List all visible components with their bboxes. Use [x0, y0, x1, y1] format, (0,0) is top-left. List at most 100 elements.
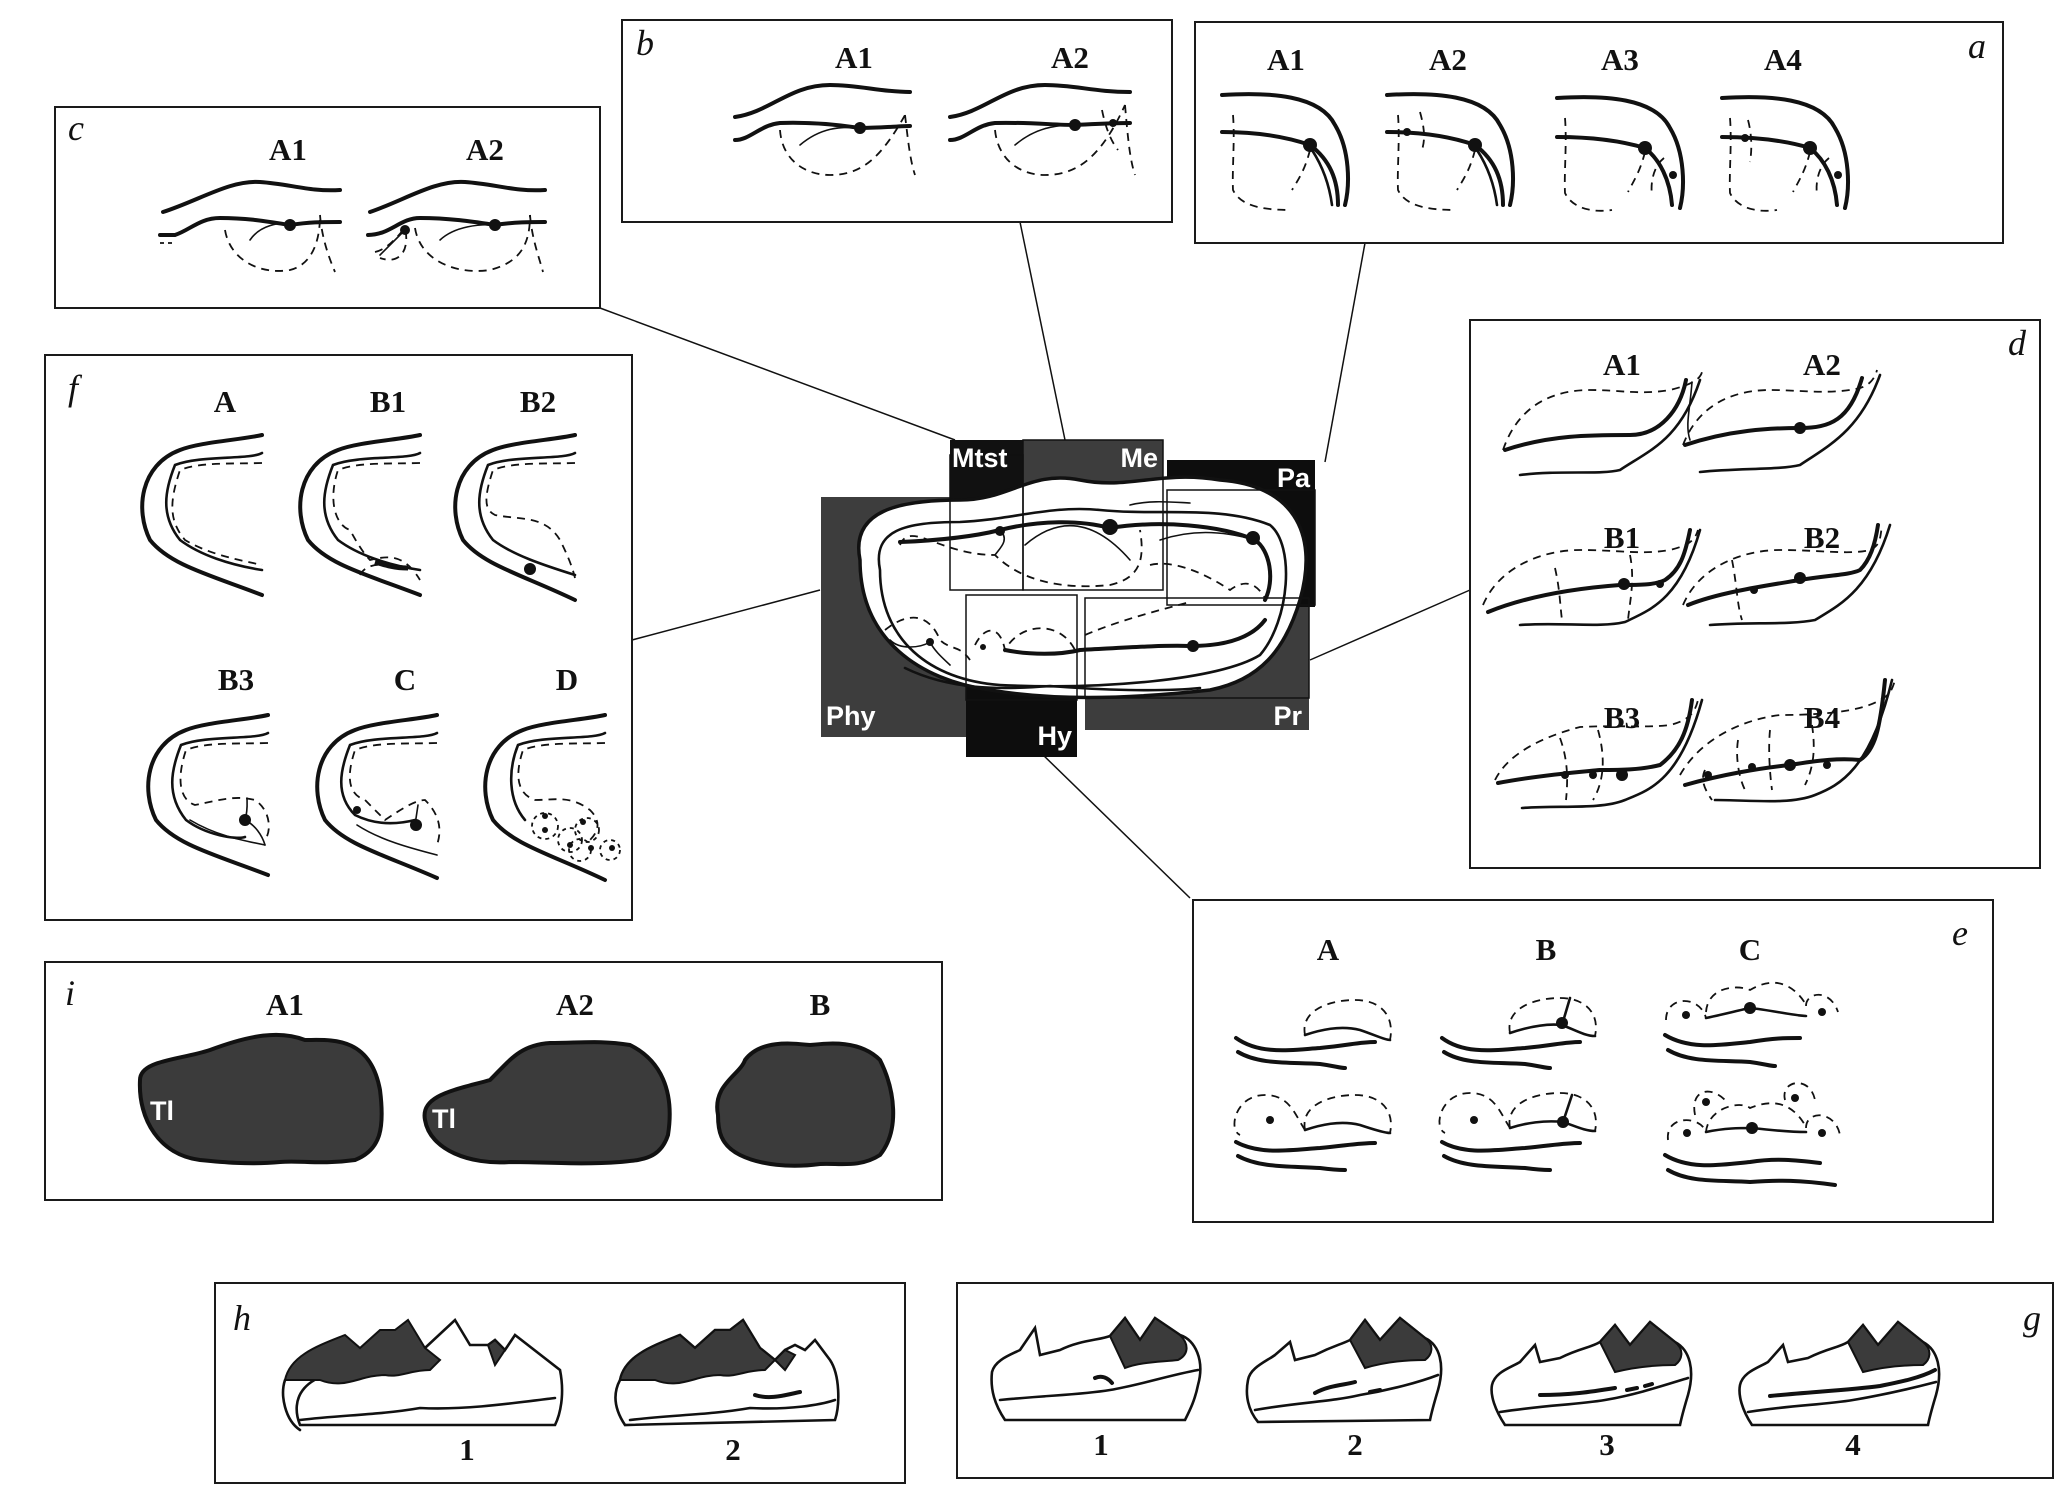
tooth-inner-outline	[877, 507, 1288, 688]
panel-h: h 1 2	[214, 1282, 906, 1484]
drawing-a-a4	[1720, 95, 1850, 212]
drawing-a-a3	[1555, 95, 1685, 212]
cusp-point	[926, 638, 934, 646]
stage-label: A1	[269, 132, 307, 167]
drawing-e-b	[1438, 996, 1597, 1172]
stage-label: 3	[1599, 1427, 1615, 1462]
drawing-d-b4	[1679, 678, 1896, 803]
stage-label: B4	[1804, 700, 1840, 735]
panel-g: g 1 2 3 4	[956, 1282, 2054, 1479]
stage-label: C	[394, 662, 416, 697]
stage-label: A2	[1803, 347, 1841, 382]
leader-a	[1324, 242, 1366, 463]
panel-letter-a: a	[1968, 26, 1986, 66]
drawing-d-a2	[1682, 369, 1882, 474]
cusp-point	[995, 526, 1005, 536]
drawing-b-a1	[733, 82, 916, 176]
cusp-shape-a2	[422, 1040, 672, 1166]
panel-letter-d: d	[2008, 323, 2027, 363]
stage-label: A2	[556, 987, 594, 1022]
drawing-f-d	[483, 713, 621, 882]
leader-f	[631, 589, 821, 641]
drawing-f-b2	[453, 433, 577, 602]
drawing-f-b1	[298, 433, 422, 597]
cusp-shape-a1	[137, 1032, 384, 1166]
leader-d	[1309, 589, 1471, 661]
stage-label: C	[1739, 932, 1761, 967]
central-tooth: Mtst Me Pa Phy Hy Pr	[821, 439, 1316, 757]
cusp-point	[1187, 640, 1199, 652]
stage-label: A2	[1051, 40, 1089, 75]
leader-lines	[599, 221, 1471, 899]
tooth-h-2	[614, 1318, 840, 1427]
panel-c: c A1 A2	[54, 106, 601, 309]
stage-label: A2	[466, 132, 504, 167]
stage-label: 1	[1093, 1427, 1109, 1462]
leader-c	[599, 307, 956, 441]
stage-label: B3	[1604, 700, 1640, 735]
stage-label: B1	[370, 384, 406, 419]
region-label-me: Me	[1120, 443, 1158, 473]
stage-label: A3	[1601, 42, 1639, 77]
stage-label: 2	[725, 1432, 741, 1467]
stage-label: 1	[459, 1432, 475, 1467]
tl-label-a2: Tl	[432, 1104, 456, 1134]
stage-label: B2	[520, 384, 556, 419]
stage-label: A1	[1603, 347, 1641, 382]
tooth-g-2	[1245, 1316, 1443, 1424]
drawing-c-a2	[366, 179, 547, 273]
drawing-f-b3	[146, 713, 270, 877]
tooth-h-1	[281, 1317, 564, 1432]
drawing-d-b3	[1494, 698, 1704, 810]
panel-letter-h: h	[233, 1298, 251, 1338]
panel-letter-e: e	[1952, 913, 1968, 953]
region-label-pa: Pa	[1277, 463, 1311, 493]
region-label-phy: Phy	[826, 701, 876, 731]
region-label-mtst: Mtst	[952, 443, 1008, 473]
drawing-d-b1	[1482, 528, 1702, 627]
panel-letter-c: c	[68, 108, 84, 148]
drawing-a-a1	[1220, 92, 1350, 211]
panel-a: a A1 A2 A3 A4	[1194, 21, 2004, 244]
tl-label-a1: Tl	[150, 1096, 174, 1126]
cusp-point	[1246, 531, 1260, 545]
drawing-f-c	[315, 713, 441, 880]
stage-label: 2	[1347, 1427, 1363, 1462]
panel-f: f A B1 B2 B3 C D	[44, 354, 633, 921]
stage-label: B1	[1604, 520, 1640, 555]
drawing-a-a2	[1385, 92, 1515, 211]
stage-label: B3	[218, 662, 254, 697]
stage-label: A1	[266, 987, 304, 1022]
cusp-point	[1102, 519, 1118, 535]
tooth-g-4	[1738, 1320, 1941, 1427]
stage-label: A	[214, 384, 237, 419]
leader-b	[1019, 221, 1066, 441]
stage-label: 4	[1845, 1427, 1861, 1462]
drawing-f-a	[140, 433, 264, 597]
panel-letter-b: b	[636, 23, 654, 63]
panel-letter-i: i	[65, 973, 75, 1013]
region-label-pr: Pr	[1273, 701, 1302, 731]
region-label-hy: Hy	[1037, 721, 1072, 751]
stage-label: B	[810, 987, 831, 1022]
drawing-d-b2	[1682, 523, 1892, 627]
panel-i: i A1 A2 B Tl Tl	[44, 961, 943, 1201]
stage-label: D	[556, 662, 578, 697]
drawing-d-a1	[1502, 371, 1703, 477]
cusp-point	[980, 644, 986, 650]
stage-label: A	[1317, 932, 1340, 967]
drawing-e-c	[1663, 982, 1841, 1187]
stage-label: A4	[1764, 42, 1802, 77]
panel-letter-g: g	[2023, 1298, 2041, 1338]
stage-label: A2	[1429, 42, 1467, 77]
panel-e: e A B C	[1192, 899, 1994, 1223]
leader-e	[1039, 751, 1191, 899]
stage-label: B	[1536, 932, 1557, 967]
stage-label: A1	[835, 40, 873, 75]
panel-d: d A1 A2 B1 B2 B3 B4	[1469, 319, 2041, 869]
panel-b: b A1 A2	[621, 19, 1173, 223]
tooth-g-1	[990, 1315, 1202, 1422]
stage-label: A1	[1267, 42, 1305, 77]
drawing-e-a	[1233, 999, 1392, 1172]
